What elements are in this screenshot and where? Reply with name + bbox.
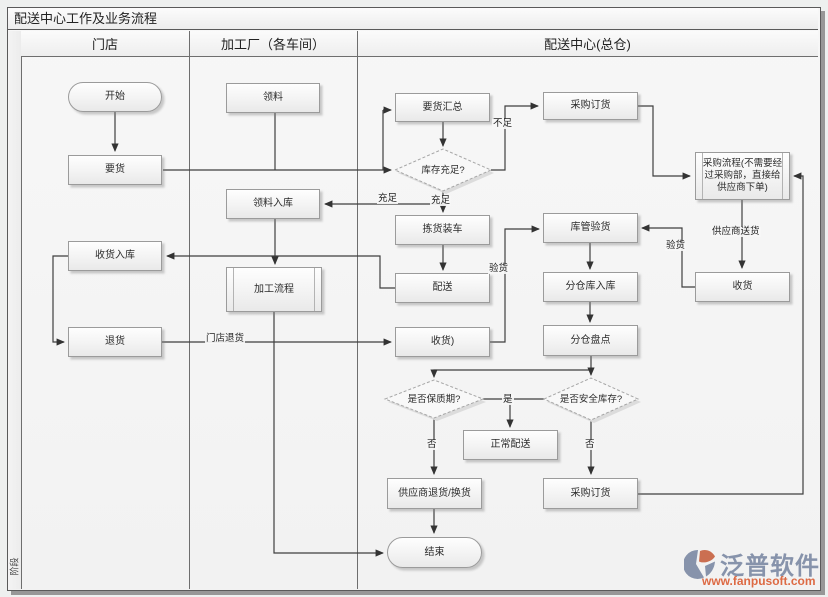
node-purchase-order-1: 采购订货: [543, 92, 638, 120]
fanpu-logo[interactable]: 泛普软件 www.fanpusoft.com: [684, 546, 820, 588]
node-delivery: 配送: [395, 273, 490, 303]
lane-divider-1: [189, 31, 190, 589]
decision-shelf-life: 是否保质期?: [383, 379, 486, 421]
edge-label-sufficient-left: 充足: [377, 193, 399, 204]
node-demand-summary: 要货汇总: [395, 93, 490, 122]
node-receive-stock-in: 收货入库: [68, 241, 162, 271]
node-warehouse-inspect: 库管验货: [543, 213, 638, 243]
edge-label-sufficient-down: 充足: [430, 195, 452, 206]
lane-header-dc: 配送中心(总仓): [357, 31, 818, 57]
node-pick-material: 领料: [226, 83, 320, 113]
lane-header-store: 门店: [21, 31, 189, 57]
node-start: 开始: [68, 82, 162, 112]
fanpu-logo-name: 泛普软件: [720, 553, 820, 580]
lane-header-factory: 加工厂（各车间）: [189, 31, 357, 57]
lane-divider-2: [357, 31, 358, 589]
fanpu-logo-icon: [684, 549, 715, 579]
node-subwarehouse-count: 分仓盘点: [543, 325, 638, 356]
node-request-goods: 要货: [68, 155, 162, 185]
fanpu-logo-url[interactable]: www.fanpusoft.com: [702, 574, 816, 588]
node-end: 结束: [387, 537, 482, 568]
node-pick-load: 拣货装车: [395, 215, 490, 245]
node-supplier-return: 供应商退货/换货: [387, 478, 482, 509]
edge-label-no-right: 否: [584, 439, 596, 450]
node-processing-flow: 加工流程: [226, 267, 322, 312]
decision-stock-sufficient: 库存充足?: [393, 148, 494, 194]
edge-label-inspect-right: 验货: [665, 240, 687, 251]
page-title: 配送中心工作及业务流程: [8, 8, 818, 30]
edge-label-store-return: 门店退货: [205, 333, 246, 344]
phase-label: 阶段: [9, 557, 20, 576]
node-purchase-order-2: 采购订货: [543, 478, 638, 509]
node-return-goods: 退货: [68, 327, 162, 357]
phase-column: 阶段: [8, 31, 22, 589]
node-normal-delivery: 正常配送: [463, 430, 558, 460]
edge-label-inspect-left: 验货: [488, 263, 510, 274]
node-subwarehouse-stock-in: 分仓库入库: [543, 272, 638, 302]
node-purchase-flow: 采购流程(不需要经过采购部，直接给供应商下单): [695, 152, 790, 200]
node-receive-supplier: 收货: [695, 272, 790, 302]
node-material-stock-in: 领料入库: [226, 189, 320, 219]
edge-label-no-left: 否: [426, 439, 438, 450]
edge-label-yes: 是: [502, 394, 514, 405]
edge-label-insufficient: 不足: [492, 118, 514, 129]
node-receive-dc: 收货): [395, 327, 490, 357]
edge-label-supplier-deliver: 供应商送货: [711, 226, 761, 237]
decision-safety-stock: 是否安全库存?: [542, 377, 641, 423]
